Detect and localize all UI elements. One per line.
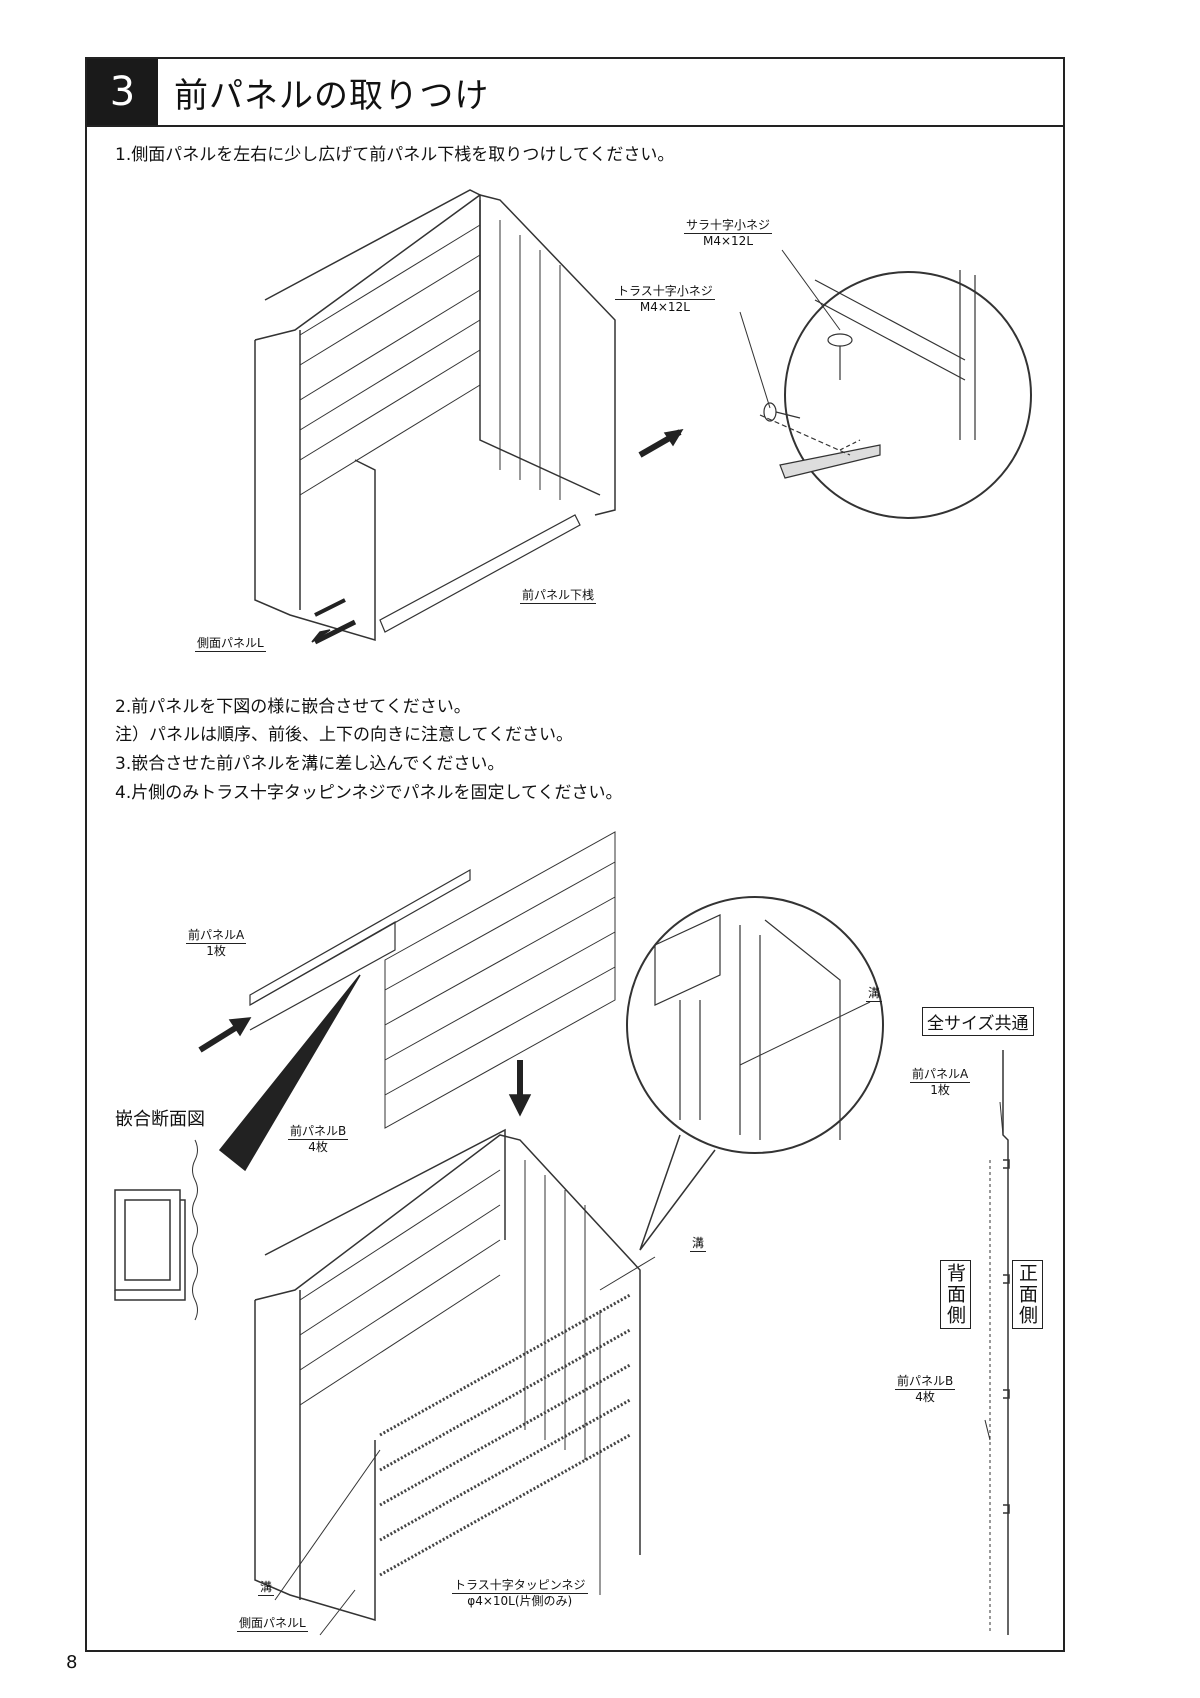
- arrow-right-icon: [663, 428, 684, 447]
- side-panel-label-1: 側面パネルL: [195, 636, 266, 652]
- front-panel-b: [384, 831, 616, 1129]
- cross-section-diagram: [114, 1139, 198, 1321]
- section-title-label: 嵌合断面図: [115, 1109, 205, 1130]
- section-title: 前パネルの取りつけ: [174, 76, 490, 116]
- section-header: [85, 57, 1065, 127]
- bottom-rail-label: 前パネル下桟: [520, 588, 597, 604]
- detail-circle-groove: [626, 896, 884, 1154]
- detail-circle-screws: [784, 271, 1032, 519]
- side-panel-label-2: 側面パネルL: [237, 1616, 308, 1632]
- back-side-label: 背面側: [940, 1260, 971, 1329]
- instruction-1: 1.側面パネルを左右に少し広げて前パネル下桟を取りつけしてください。: [115, 145, 675, 165]
- page-frame: [85, 57, 1065, 1652]
- front-panel-a: [249, 868, 471, 1031]
- groove-label-2: 溝: [690, 1236, 707, 1252]
- instruction-2: 2.前パネルを下図の様に嵌合させてください。: [115, 697, 471, 717]
- arrow-left-icon: [311, 629, 331, 643]
- shed-frame-figure-2: [254, 1128, 641, 1622]
- front-side-label: 正面側: [1012, 1260, 1043, 1329]
- common-size-badge: 全サイズ共通: [922, 1007, 1034, 1036]
- side-section-diagram: [989, 1050, 1010, 1635]
- groove-label-1: 溝: [866, 986, 883, 1002]
- shed-frame-figure-1: [254, 189, 682, 645]
- page-number: 8: [66, 1652, 78, 1673]
- instruction-3: 3.嵌合させた前パネルを溝に差し込んでください。: [115, 754, 505, 774]
- section-callout-pointer: [218, 974, 361, 1172]
- instruction-4: 4.片側のみトラス十字タッピンネジでパネルを固定してください。: [115, 783, 623, 803]
- instruction-note: 注）パネルは順序、前後、上下の向きに注意してください。: [115, 725, 573, 745]
- groove-label-3: 溝: [258, 1580, 275, 1596]
- step-number: 3: [87, 59, 158, 125]
